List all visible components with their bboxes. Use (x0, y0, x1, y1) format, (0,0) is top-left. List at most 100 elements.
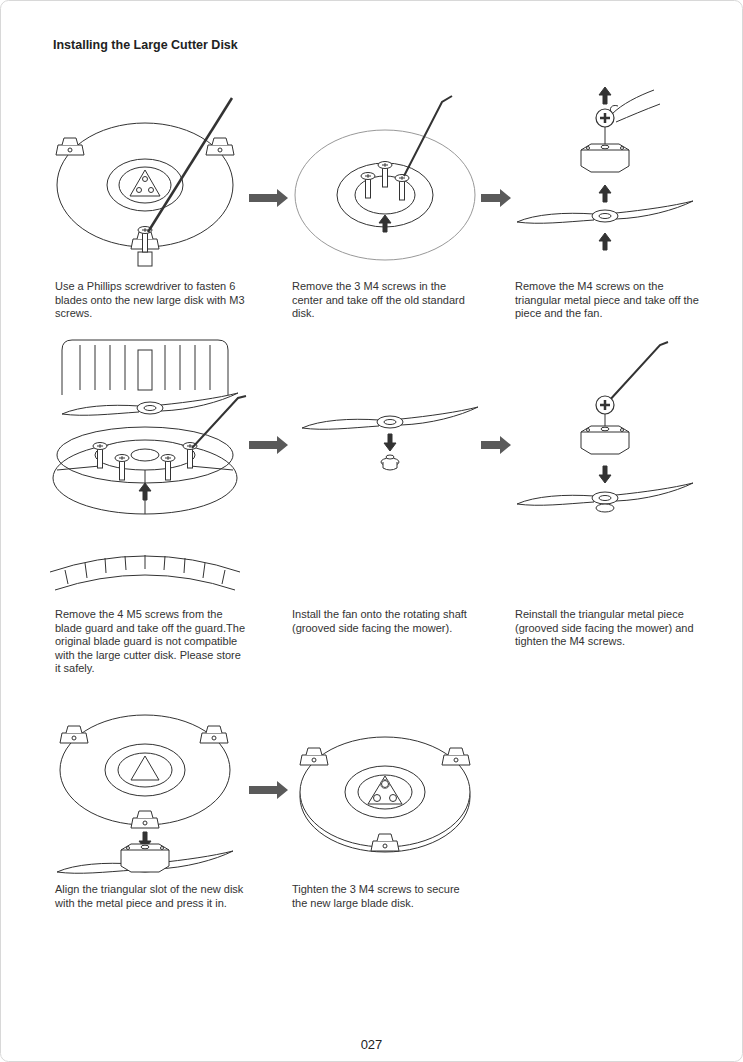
step-panel: Remove the M4 screws on the triangular m… (515, 90, 705, 321)
remove-piece-illustration-part (599, 185, 611, 202)
reinstall-piece-illustration-part (517, 483, 693, 505)
large-disk-illustration-part (138, 252, 152, 266)
page-number: 027 (0, 1037, 743, 1052)
align-disk-illustration-part (131, 756, 159, 780)
reinstall-piece-illustration-part (581, 426, 629, 454)
step-caption: Use a Phillips screwdriver to fasten 6 b… (55, 280, 245, 321)
install-fan-illustration-part (386, 455, 394, 459)
large-disk-illustration (56, 98, 234, 266)
blade-guard-illustration-part (57, 466, 233, 514)
remove-disk-illustration (295, 96, 475, 260)
step-arrow (249, 189, 288, 207)
step-panel: Reinstall the triangular metal piece (gr… (515, 330, 705, 649)
remove-piece-illustration-part (599, 233, 611, 250)
blade-guard-illustration (50, 340, 246, 590)
step-arrow (481, 189, 511, 207)
step-panel: Use a Phillips screwdriver to fasten 6 b… (55, 90, 245, 321)
step-caption: Tighten the 3 M4 screws to secure the ne… (292, 883, 477, 910)
blade-guard-illustration-part (62, 340, 228, 395)
align-disk-illustration-part (60, 715, 230, 825)
large-disk-illustration-part (107, 159, 183, 211)
blade-guard-illustration-part (62, 393, 238, 415)
blade-guard-illustration-part (53, 442, 237, 514)
step-panel: Install the fan onto the rotating shaft … (292, 330, 477, 635)
secured-disk-illustration-part (381, 780, 390, 789)
blade-guard-illustration-part (138, 350, 152, 390)
remove-disk-illustration-part (361, 173, 375, 199)
reinstall-piece-illustration (517, 342, 693, 512)
large-disk-illustration-part (119, 167, 171, 203)
step-caption: Reinstall the triangular metal piece (gr… (515, 608, 705, 649)
remove-disk-illustration-part (295, 130, 475, 260)
secured-disk-illustration-part (442, 748, 470, 765)
remove-disk-illustration-part (378, 162, 392, 188)
secured-disk-illustration (300, 737, 470, 852)
install-fan-illustration-part (383, 462, 397, 470)
reinstall-piece-illustration-part (596, 504, 614, 512)
remove-disk-illustration-part (379, 215, 391, 232)
remove-disk-illustration-part (404, 96, 452, 176)
step-panel: Tighten the 3 M4 screws to secure the ne… (292, 725, 477, 910)
install-fan-illustration-part (384, 434, 396, 451)
align-disk-illustration (57, 715, 233, 873)
large-disk-illustration-part (149, 188, 154, 193)
large-disk-illustration-part (56, 138, 84, 155)
secured-disk-illustration-part (345, 766, 425, 818)
step-arrow (249, 781, 288, 799)
step-arrow (249, 436, 288, 454)
remove-piece-illustration-part (596, 109, 614, 127)
reinstall-piece-illustration-part (599, 466, 611, 483)
remove-piece-illustration-part (599, 87, 611, 104)
step-caption: Align the triangular slot of the new dis… (55, 883, 245, 910)
blade-guard-illustration-part (80, 345, 210, 390)
step-caption: Remove the M4 screws on the triangular m… (515, 280, 705, 321)
reinstall-piece-illustration-part (608, 342, 668, 402)
secured-disk-illustration-part (368, 776, 402, 804)
blade-guard-illustration-part (183, 443, 197, 469)
large-disk-illustration-part (130, 170, 160, 196)
install-fan-illustration (302, 407, 478, 470)
align-disk-illustration-part (121, 844, 169, 872)
remove-disk-illustration-part (395, 175, 409, 201)
align-disk-illustration-part (118, 753, 172, 787)
install-fan-illustration-part (302, 407, 478, 429)
page-title: Installing the Large Cutter Disk (53, 38, 238, 52)
remove-piece-illustration-part (517, 201, 693, 223)
secured-disk-illustration-part (371, 834, 399, 851)
large-disk-illustration-part (143, 177, 148, 182)
remove-piece-illustration-part (581, 144, 629, 172)
blade-guard-illustration-part (139, 483, 151, 500)
step-caption: Remove the 3 M4 screws in the center and… (292, 280, 477, 321)
reinstall-piece-illustration-part (596, 396, 614, 414)
step-panel: Remove the 3 M4 screws in the center and… (292, 90, 477, 321)
blade-guard-illustration-part (50, 556, 240, 590)
secured-disk-illustration-part (300, 748, 328, 765)
align-disk-illustration-part (131, 811, 159, 828)
blade-guard-illustration-part (65, 555, 225, 584)
large-disk-illustration-part (137, 188, 142, 193)
secured-disk-illustration-part (390, 795, 397, 802)
blade-guard-illustration-part (115, 455, 129, 481)
step-panel: Remove the 4 M5 screws from the blade gu… (55, 330, 245, 676)
step-arrow (481, 436, 511, 454)
step-caption: Remove the 4 M5 screws from the blade gu… (55, 608, 245, 676)
blade-guard-illustration-part (131, 449, 159, 461)
blade-guard-illustration-part (93, 443, 107, 469)
large-disk-illustration-part (206, 138, 234, 155)
secured-disk-illustration-part (374, 795, 381, 802)
blade-guard-illustration-part (95, 440, 195, 470)
remove-piece-illustration (517, 87, 693, 250)
remove-piece-illustration-part (610, 90, 660, 122)
blade-guard-illustration-part (192, 396, 246, 448)
secured-disk-illustration-part (300, 737, 470, 847)
secured-disk-illustration-part (382, 781, 389, 788)
blade-guard-illustration-part (161, 455, 175, 481)
large-disk-illustration-part (148, 98, 232, 232)
align-disk-illustration-part (200, 726, 228, 743)
step-caption: Install the fan onto the rotating shaft … (292, 608, 477, 635)
step-panel: Align the triangular slot of the new dis… (55, 725, 245, 910)
secured-disk-illustration-part (358, 775, 412, 809)
